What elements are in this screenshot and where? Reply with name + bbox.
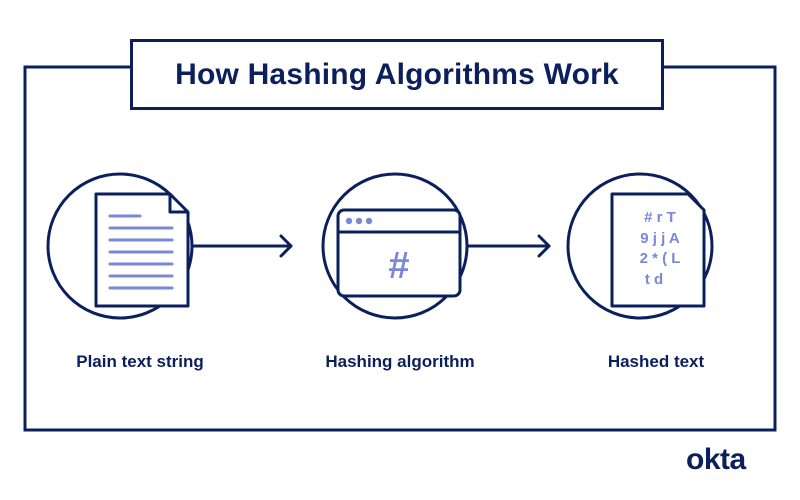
step-label-hashed-text: Hashed text: [607, 352, 705, 371]
hashed-line: 9 j j A: [640, 230, 680, 247]
arrow-icon: [463, 234, 551, 258]
step-label-plain-text: Plain text string: [76, 352, 204, 371]
okta-logo: okta: [686, 443, 746, 476]
browser-window-hash-icon: #: [336, 208, 462, 298]
hashed-document-icon: # r T 9 j j A 2 * ( L t d: [610, 192, 706, 308]
hash-symbol: #: [388, 245, 409, 287]
page-title: How Hashing Algorithms Work: [175, 57, 619, 91]
document-icon: [94, 192, 190, 308]
title-box: How Hashing Algorithms Work: [130, 39, 664, 110]
arrow-icon: [191, 234, 293, 258]
step-label-hashing-algorithm: Hashing algorithm: [325, 352, 475, 371]
hashed-line: 2 * ( L: [640, 250, 681, 267]
hashed-line: t d: [645, 271, 663, 288]
hashed-line: # r T: [644, 209, 676, 226]
